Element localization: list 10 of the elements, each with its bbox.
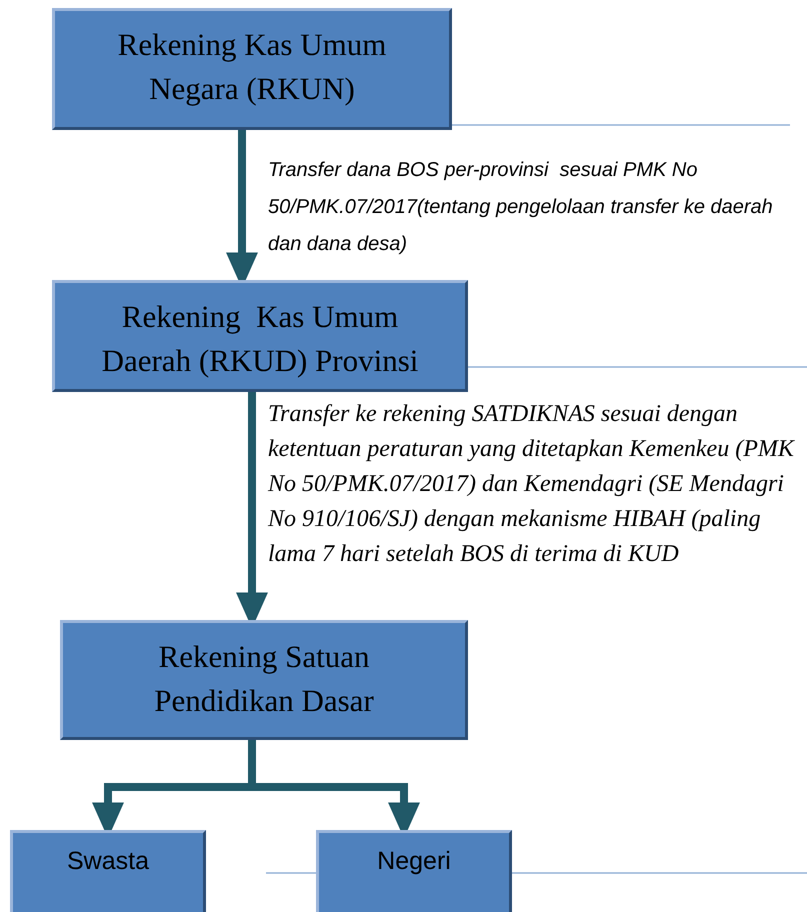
- box-label: Swasta: [67, 846, 149, 877]
- box-label: Rekening Kas Umum Daerah (RKUD) Provinsi: [100, 298, 420, 380]
- process-box: [52, 8, 452, 130]
- process-box: [60, 620, 468, 740]
- process-box: [10, 830, 206, 912]
- box-label: Rekening Kas Umum Negara (RKUN): [116, 26, 388, 108]
- process-box: [52, 280, 468, 392]
- process-box: [316, 830, 512, 912]
- box-label: Rekening Satuan Pendidikan Dasar: [153, 638, 375, 720]
- box-label: Negeri: [377, 846, 451, 877]
